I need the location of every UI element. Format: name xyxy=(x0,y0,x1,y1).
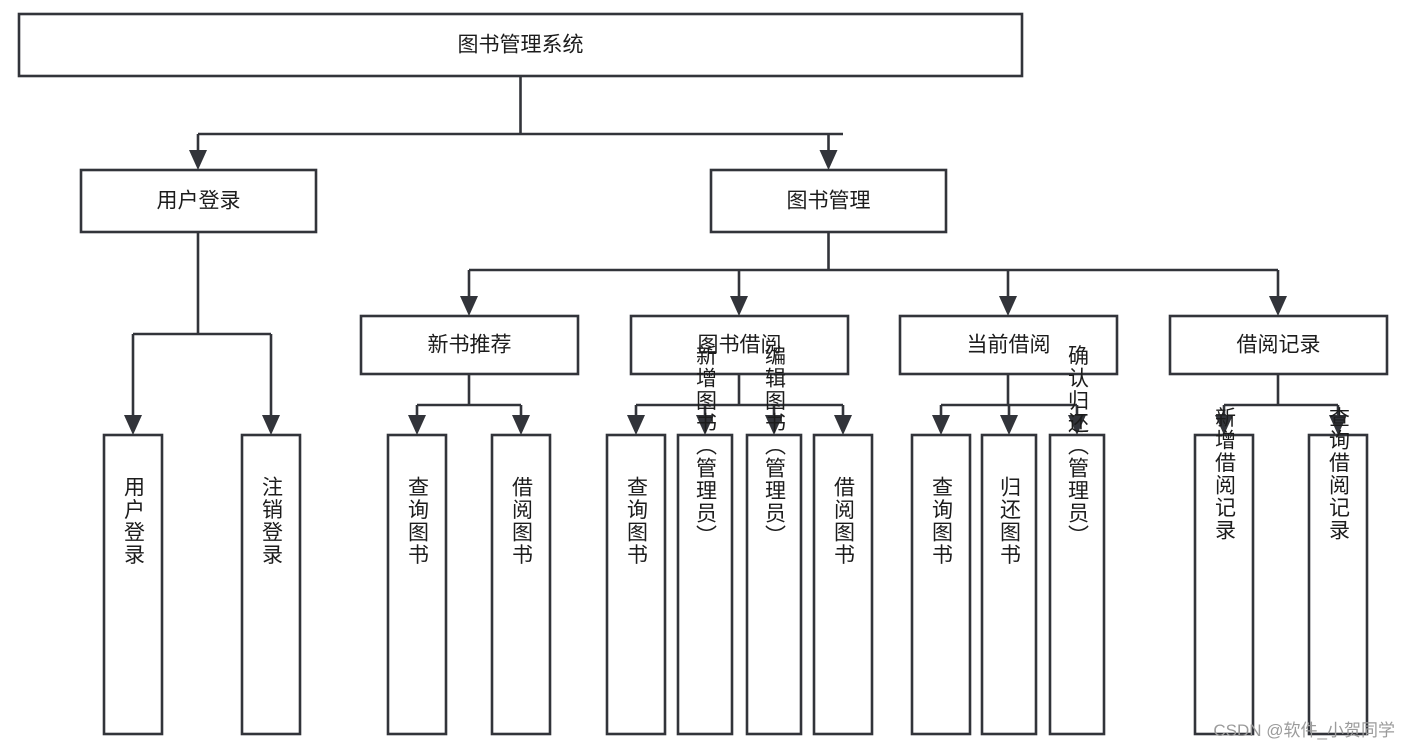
node-book-manage-box[interactable] xyxy=(709,168,948,234)
node-user-login-box[interactable] xyxy=(79,168,318,234)
node-leaf-add-book[interactable]: 新增图书（管理员） xyxy=(676,345,734,736)
node-leaf-add-record-box[interactable] xyxy=(1193,433,1255,736)
arrow-head-user-login xyxy=(189,150,207,170)
node-leaf-user-login[interactable]: 用户登录 xyxy=(102,433,164,736)
node-new-book-recommend-label: 新书推荐 xyxy=(428,334,512,357)
arrow-head-leaf-user-login xyxy=(124,415,142,435)
node-leaf-logout-label: 注销登录 xyxy=(260,476,284,566)
node-user-login[interactable]: 用户登录 xyxy=(79,168,318,234)
arrow-head-current-borrow xyxy=(999,296,1017,316)
node-leaf-query-book-2-box[interactable] xyxy=(605,433,667,736)
node-leaf-query-book-1-box[interactable] xyxy=(386,433,448,736)
node-leaf-add-record-label: 新增借阅记录 xyxy=(1213,407,1237,542)
csdn-watermark: CSDN @软件_小贺同学 xyxy=(1213,721,1395,740)
arrow-head-leaf-edit-book xyxy=(765,415,783,435)
node-user-login-label: 用户登录 xyxy=(157,190,241,213)
arrow-head-leaf-logout xyxy=(262,415,280,435)
node-leaf-confirm-return-box[interactable] xyxy=(1048,433,1106,736)
arrow-head-leaf-query-record xyxy=(1329,415,1347,435)
node-leaf-borrow-book-1-label: 借阅图书 xyxy=(510,476,534,566)
node-leaf-return-book[interactable]: 归还图书 xyxy=(980,433,1038,736)
node-leaf-query-book-3-box[interactable] xyxy=(910,433,972,736)
node-root-box[interactable] xyxy=(17,12,1024,78)
node-leaf-return-book-label: 归还图书 xyxy=(998,476,1022,566)
node-leaf-borrow-book-2-label: 借阅图书 xyxy=(832,476,856,566)
arrow-head-leaf-query-book-1 xyxy=(408,415,426,435)
node-book-manage[interactable]: 图书管理 xyxy=(709,168,948,234)
node-leaf-query-record[interactable]: 查询借阅记录 xyxy=(1307,407,1369,736)
node-leaf-edit-book-label: 编辑图书（管理员） xyxy=(763,345,787,548)
arrow-head-leaf-confirm-return xyxy=(1068,415,1086,435)
node-current-borrow-label: 当前借阅 xyxy=(967,334,1051,357)
node-leaf-query-book-3[interactable]: 查询图书 xyxy=(910,433,972,736)
node-leaf-edit-book[interactable]: 编辑图书（管理员） xyxy=(745,345,803,736)
node-leaf-query-book-2[interactable]: 查询图书 xyxy=(605,433,667,736)
node-borrow-record[interactable]: 借阅记录 xyxy=(1168,314,1389,376)
node-book-borrow[interactable]: 图书借阅 xyxy=(629,314,850,376)
node-leaf-user-login-box[interactable] xyxy=(102,433,164,736)
node-leaf-query-book-2-label: 查询图书 xyxy=(625,476,649,566)
node-leaf-query-record-box[interactable] xyxy=(1307,433,1369,736)
arrow-head-new-book-recommend xyxy=(460,296,478,316)
node-leaf-borrow-book-2-box[interactable] xyxy=(812,433,874,736)
node-leaf-query-book-3-label: 查询图书 xyxy=(930,476,954,566)
node-book-borrow-box[interactable] xyxy=(629,314,850,376)
arrow-head-leaf-query-book-3 xyxy=(932,415,950,435)
arrow-head-leaf-return-book xyxy=(1000,415,1018,435)
node-leaf-add-book-label: 新增图书（管理员） xyxy=(694,345,718,548)
arrow-head-leaf-borrow-book-2 xyxy=(834,415,852,435)
node-leaf-logout[interactable]: 注销登录 xyxy=(240,433,302,736)
node-leaf-borrow-book-1[interactable]: 借阅图书 xyxy=(490,433,552,736)
node-leaf-add-record[interactable]: 新增借阅记录 xyxy=(1193,407,1255,736)
node-book-manage-label: 图书管理 xyxy=(787,190,871,213)
node-leaf-logout-box[interactable] xyxy=(240,433,302,736)
node-current-borrow[interactable]: 当前借阅 xyxy=(898,314,1119,376)
node-borrow-record-box[interactable] xyxy=(1168,314,1389,376)
node-leaf-return-book-box[interactable] xyxy=(980,433,1038,736)
node-leaf-query-record-label: 查询借阅记录 xyxy=(1327,407,1351,542)
node-leaf-edit-book-box[interactable] xyxy=(745,433,803,736)
arrow-head-leaf-borrow-book-1 xyxy=(512,415,530,435)
arrow-head-borrow-record xyxy=(1269,296,1287,316)
node-root[interactable]: 图书管理系统 xyxy=(17,12,1024,78)
node-leaf-borrow-book-2[interactable]: 借阅图书 xyxy=(812,433,874,736)
node-borrow-record-label: 借阅记录 xyxy=(1237,334,1321,357)
node-current-borrow-box[interactable] xyxy=(898,314,1119,376)
arrow-head-leaf-add-record xyxy=(1215,415,1233,435)
node-root-label: 图书管理系统 xyxy=(458,34,584,57)
node-leaf-add-book-box[interactable] xyxy=(676,433,734,736)
node-leaf-query-book-1[interactable]: 查询图书 xyxy=(386,433,448,736)
node-new-book-recommend-box[interactable] xyxy=(359,314,580,376)
node-new-book-recommend[interactable]: 新书推荐 xyxy=(359,314,580,376)
arrow-head-book-borrow xyxy=(730,296,748,316)
node-book-borrow-label: 图书借阅 xyxy=(698,334,782,357)
node-leaf-query-book-1-label: 查询图书 xyxy=(406,476,430,566)
node-leaf-confirm-return-label: 确认归还（管理员） xyxy=(1066,345,1090,548)
node-leaf-user-login-label: 用户登录 xyxy=(122,476,146,566)
arrow-head-leaf-add-book xyxy=(696,415,714,435)
connector-layer xyxy=(124,76,1347,435)
node-leaf-borrow-book-1-box[interactable] xyxy=(490,433,552,736)
arrow-head-leaf-query-book-2 xyxy=(627,415,645,435)
arrow-head-book-manage xyxy=(819,150,838,170)
node-leaf-confirm-return[interactable]: 确认归还（管理员） xyxy=(1048,345,1106,736)
